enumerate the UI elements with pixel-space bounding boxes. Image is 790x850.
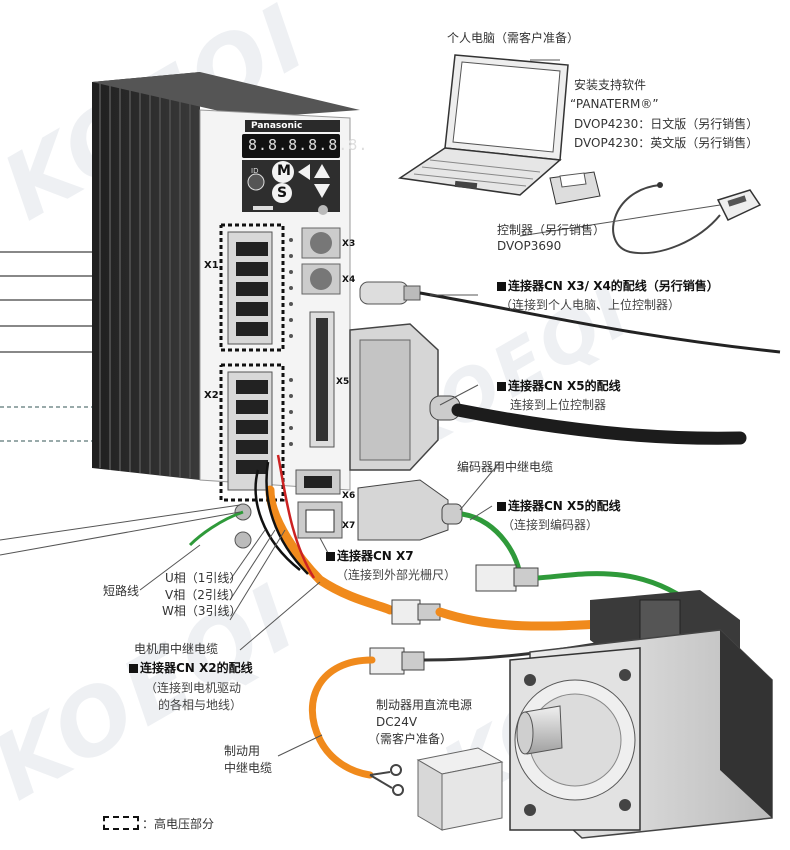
label-brake-power-1: 制动器用直流电源 bbox=[376, 698, 473, 712]
encoder-cable bbox=[357, 479, 702, 612]
label-software-en: DVOP4230：英文版（另行销售） bbox=[574, 136, 759, 150]
label-software-jp: DVOP4230：日文版（另行销售） bbox=[574, 117, 759, 131]
x3-label: X3 bbox=[342, 239, 356, 249]
leader-lines bbox=[0, 59, 721, 757]
label-cn-x2: 连接器CN X2的配线 bbox=[129, 660, 253, 676]
label-cn-x7-desc: （连接到外部光栅尺） bbox=[336, 568, 457, 582]
x2-label: X2 bbox=[204, 390, 219, 401]
label-cn-x2-desc1: （连接到电机驱动 bbox=[145, 681, 242, 695]
x4-label: X4 bbox=[342, 275, 356, 285]
ground-wire bbox=[188, 510, 244, 547]
label-controller-title: 控制器（另行销售） bbox=[497, 223, 606, 237]
label-encoder-relay: 编码器用中继电缆 bbox=[457, 460, 554, 474]
label-brake-power-2: DC24V bbox=[376, 715, 418, 729]
set-key-label: S bbox=[277, 185, 288, 201]
servo-driver bbox=[92, 72, 360, 549]
laptop bbox=[397, 54, 569, 196]
x5-controller-cable bbox=[349, 323, 747, 471]
x7-label: X7 bbox=[342, 521, 356, 531]
dc-power-supply bbox=[416, 747, 504, 831]
label-short-wire: 短路线 bbox=[103, 584, 140, 598]
label-cn-x3x4: 连接器CN X3/ X4的配线（另行销售） bbox=[497, 278, 719, 294]
label-u-phase: U相（1引线） bbox=[165, 571, 242, 585]
legend-text: ：高电压部分 bbox=[142, 817, 215, 831]
brand-logo: Panasonic bbox=[251, 121, 303, 131]
x3-cable bbox=[359, 281, 781, 354]
label-pc: 个人电脑（需客户准备） bbox=[447, 31, 580, 45]
label-v-phase: V相（2引线） bbox=[165, 588, 241, 602]
x1-label: X1 bbox=[204, 260, 219, 271]
phase-wires bbox=[254, 454, 316, 579]
mode-key-label: M bbox=[277, 163, 291, 179]
label-cn-x5-desc: 连接到上位控制器 bbox=[510, 398, 607, 412]
label-brake-relay-1: 制动用 bbox=[224, 744, 261, 758]
handheld-controller bbox=[612, 182, 762, 255]
label-cn-x7: 连接器CN X7 bbox=[326, 548, 414, 564]
label-cn-x5: 连接器CN X5的配线 bbox=[497, 378, 621, 394]
label-brake-relay-2: 中继电缆 bbox=[224, 761, 273, 775]
floppy-disk bbox=[549, 171, 601, 205]
label-motor-relay: 电机用中继电缆 bbox=[134, 642, 219, 656]
id-label: ID bbox=[251, 167, 259, 175]
label-brake-power-3: （需客户准备） bbox=[368, 732, 453, 746]
brake-relay-cable bbox=[308, 638, 621, 796]
servo-motor bbox=[509, 590, 773, 839]
legend-swatch-high-voltage bbox=[103, 816, 139, 830]
x5-label: X5 bbox=[336, 377, 350, 387]
label-controller-model: DVOP3690 bbox=[497, 239, 562, 253]
label-software-name: “PANATERM®” bbox=[570, 97, 659, 111]
display-readout: 8.8.8.8.8.8. bbox=[248, 136, 369, 154]
label-w-phase: W相（3引线） bbox=[162, 604, 242, 618]
label-cn-x5-encoder: 连接器CN X5的配线 bbox=[497, 498, 621, 514]
x6-label: X6 bbox=[342, 491, 356, 501]
label-cn-x2-desc2: 的各相与地线） bbox=[158, 698, 243, 712]
label-cn-x3x4-desc: （连接到个人电脑、上位控制器） bbox=[500, 298, 681, 312]
label-software-title: 安装支持软件 bbox=[574, 78, 647, 92]
label-cn-x5-encoder-desc: （连接到编码器） bbox=[502, 518, 599, 532]
